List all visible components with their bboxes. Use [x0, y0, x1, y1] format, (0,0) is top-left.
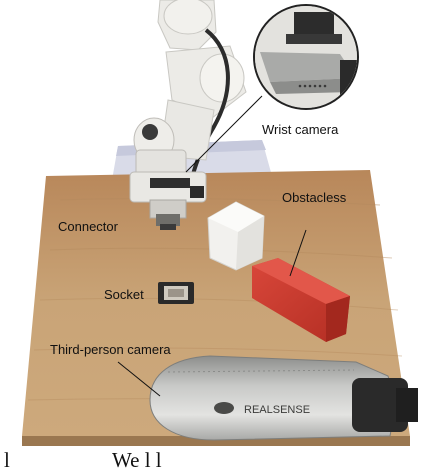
scene-photo: REALSENSE	[22, 0, 418, 446]
socket	[158, 282, 194, 304]
socket-label: Socket	[104, 287, 144, 302]
third-person-camera-pointer	[117, 361, 161, 397]
foam-obstacle	[207, 201, 265, 271]
red-obstacle-box	[252, 258, 350, 342]
wrist-camera-inset	[253, 4, 359, 110]
caption-fragment-right: We l l	[112, 448, 162, 470]
obstacles-pointer	[289, 229, 307, 277]
wrist-camera-pointer	[185, 95, 263, 173]
connector-label: Connector	[58, 219, 118, 234]
camera-brand: REALSENSE	[244, 404, 310, 416]
robot-arm	[129, 0, 247, 230]
wrist-camera-label: Wrist camera	[262, 122, 339, 137]
third-person-camera-label: Third-person camera	[50, 342, 171, 357]
figure-caption-partial: l We l l	[0, 446, 426, 470]
intel-logo-icon	[214, 402, 234, 414]
caption-fragment-left: l	[4, 448, 10, 470]
realsense-camera: REALSENSE	[149, 355, 418, 441]
annotation-lines	[117, 95, 307, 397]
obstacles-label: Obstacless	[282, 190, 347, 205]
